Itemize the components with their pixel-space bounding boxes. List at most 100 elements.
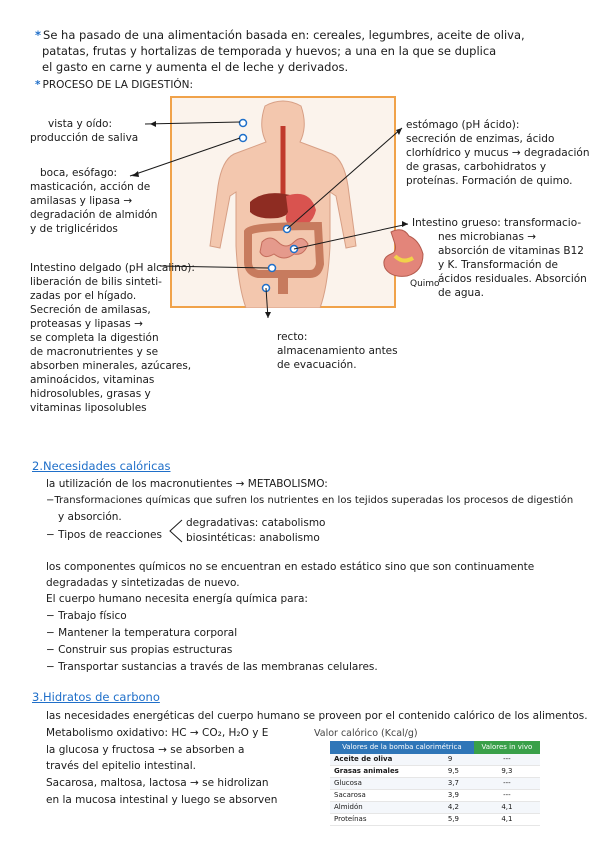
row-name: Proteínas (330, 813, 444, 826)
row-bomb-value: 3,7 (443, 777, 474, 790)
label-recto: recto: (277, 331, 308, 343)
section-3-heading: 3.Hidratos de carbono (32, 690, 160, 704)
marker-mouth (238, 133, 248, 143)
digestive-system-illustration (170, 96, 396, 308)
section-2-para-3: El cuerpo humano necesita energía químic… (46, 593, 308, 605)
section-3-line-4: través del epitelio intestinal. (46, 760, 196, 772)
label-delgado-5: proteasas y lipasas → (30, 318, 143, 330)
row-vivo-value: --- (473, 789, 540, 802)
header-vivo: Valores in vivo (473, 741, 540, 754)
table-row: Glucosa 3,7 --- (330, 777, 540, 790)
table-row: Aceite de oliva 9 --- (330, 754, 540, 766)
section-3-line-6: en la mucosa intestinal y luego se absor… (46, 794, 278, 806)
label-delgado-2: liberación de bilis sinteti- (30, 276, 162, 288)
label-delgado-7: de macronutrientes y se (30, 346, 159, 358)
marker-large-intestine (289, 244, 299, 254)
label-delgado-8: absorben minerales, azúcares, (30, 360, 192, 372)
label-quimo: Quimo (410, 279, 440, 289)
section-2-tipos: − Tipos de reacciones (46, 529, 162, 541)
table-row: Almidón 4,2 4,1 (330, 801, 540, 814)
stomach-shape (383, 229, 424, 277)
header-bomb: Valores de la bomba calorimétrica (330, 741, 474, 754)
row-name: Aceite de oliva (330, 754, 444, 766)
marker-eyes (238, 118, 248, 128)
rectum (278, 276, 288, 294)
label-grueso-3: absorción de vitaminas B12 (438, 245, 584, 257)
row-vivo-value: --- (473, 754, 540, 766)
label-vista-desc: producción de saliva (30, 132, 139, 144)
row-vivo-value: --- (473, 777, 540, 790)
process-title-text: PROCESO DE LA DIGESTIÓN: (42, 79, 194, 91)
intro-line-2: patatas, frutas y hortalizas de temporad… (42, 44, 497, 58)
marker-rectum (261, 283, 271, 293)
label-boca-2: masticación, acción de (30, 181, 151, 193)
quimo-content (393, 254, 415, 263)
large-intestine (244, 221, 325, 278)
section-3-line-2: Metabolismo oxidativo: HC → CO₂, H₂O y E (46, 727, 269, 739)
liver (250, 193, 295, 219)
row-name: Almidón (330, 801, 444, 814)
row-name: Glucosa (330, 777, 444, 790)
label-boca: boca, esófago: (40, 167, 118, 179)
label-vista: vista y oído: (48, 118, 113, 130)
arrowhead-recto-icon (265, 312, 271, 318)
label-delgado: Intestino delgado (pH alcalino): (30, 262, 195, 274)
calorie-table: Valores de la bomba calorimétrica Valore… (330, 741, 540, 826)
section-3-line-3: la glucosa y fructosa → se absorben a (46, 744, 245, 756)
arrowhead-boca-icon (132, 171, 139, 177)
table-row: Proteínas 5,9 4,1 (330, 813, 540, 826)
row-vivo-value: 9,3 (473, 765, 540, 778)
label-estomago-2: secreción de enzimas, ácido (406, 133, 555, 145)
row-bomb-value: 9 (443, 754, 474, 766)
section-2-line-3: y absorción. (58, 511, 122, 523)
row-vivo-value: 4,1 (473, 801, 540, 814)
label-boca-4: degradación de almidón (30, 209, 158, 221)
label-estomago: estómago (pH ácido): (406, 119, 520, 131)
row-bomb-value: 3,9 (443, 789, 474, 802)
row-bomb-value: 9,5 (443, 765, 474, 778)
row-name: Grasas animales (330, 765, 444, 778)
table-row: Grasas animales 9,5 9,3 (330, 765, 540, 778)
label-delgado-3: zadas por el hígado. (30, 290, 137, 302)
arrowhead-estomago-icon (396, 128, 402, 135)
section-3-line-1: las necesidades energéticas del cuerpo h… (46, 710, 588, 722)
section-2-item-2: − Mantener la temperatura corporal (46, 627, 238, 639)
label-estomago-5: proteínas. Formación de quimo. (406, 175, 573, 187)
section-2-para-2: degradadas y sintetizadas de nuevo. (46, 577, 240, 589)
label-recto-3: de evacuación. (277, 359, 357, 371)
row-name: Sacarosa (330, 789, 444, 802)
section-2-line-1: la utilización de los macronutientes → M… (46, 478, 328, 490)
label-grueso-5: ácidos residuales. Absorción (438, 273, 587, 285)
label-recto-2: almacenamiento antes (277, 345, 398, 357)
bullet-star-icon: * (35, 28, 42, 42)
label-delgado-9: aminoácidos, vitaminas (30, 374, 155, 386)
section-2-heading: 2.Necesidades calóricas (32, 459, 171, 473)
table-row: Sacarosa 3,9 --- (330, 789, 540, 802)
section-2-line-2: −Transformaciones químicas que sufren lo… (46, 495, 574, 506)
intro-text-1: Se ha pasado de una alimentación basada … (43, 28, 525, 42)
label-boca-5: y de triglicéridos (30, 223, 118, 235)
label-grueso-4: y K. Transformación de (438, 259, 559, 271)
label-boca-3: amilasas y lipasa → (30, 195, 133, 207)
label-grueso-6: de agua. (438, 287, 484, 299)
brace-icon (169, 519, 183, 543)
label-grueso-2: nes microbianas → (438, 231, 537, 243)
bullet-star-icon: * (35, 79, 41, 91)
reaction-degradativas: degradativas: catabolismo (186, 517, 326, 529)
stomach-quimo-illustration (383, 229, 424, 277)
section-2-item-3: − Construir sus propias estructuras (46, 644, 233, 656)
reaction-biosinteticas: biosintéticas: anabolismo (186, 532, 320, 544)
label-estomago-4: de grasas, carbohidratos y (406, 161, 547, 173)
row-vivo-value: 4,1 (473, 813, 540, 826)
row-bomb-value: 5,9 (443, 813, 474, 826)
section-3-line-5: Sacarosa, maltosa, lactosa → se hidroliz… (46, 777, 269, 789)
section-2-para-1: los componentes químicos no se encuentra… (46, 561, 535, 573)
label-delgado-4: Secreción de amilasas, (30, 304, 151, 316)
label-estomago-3: clorhídrico y mucus → degradación (406, 147, 590, 159)
row-bomb-value: 4,2 (443, 801, 474, 814)
arrowhead-vista-icon (150, 121, 156, 127)
section-2-item-4: − Transportar sustancias a través de las… (46, 661, 378, 673)
section-2-item-1: − Trabajo físico (46, 610, 127, 622)
label-delgado-10: hidrosolubles, grasas y (30, 388, 151, 400)
calorie-table-title: Valor calórico (Kcal/g) (314, 728, 418, 739)
